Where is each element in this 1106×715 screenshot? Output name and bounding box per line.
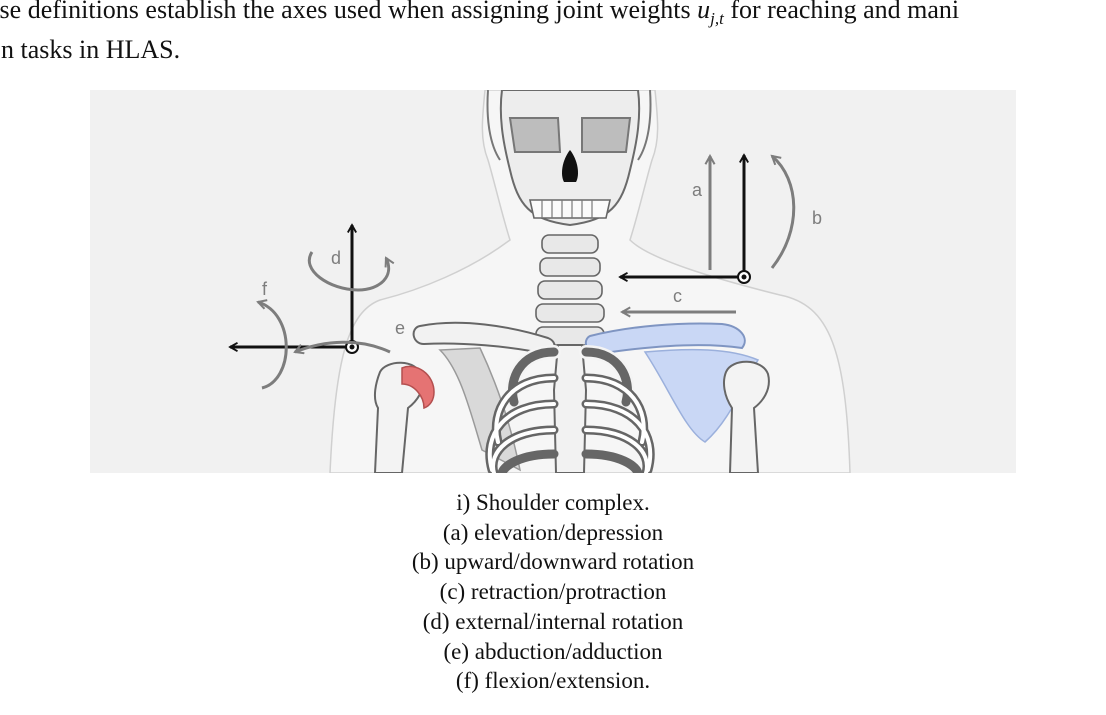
axis-label-a: a [692, 180, 703, 200]
shoulder-diagram: d e f a b c [90, 90, 1016, 473]
caption-item-d: (d) external/internal rotation [0, 607, 1106, 637]
rotation-arrow-b [772, 156, 794, 268]
axis-label-b: b [812, 208, 822, 228]
caption-item-f: (f) flexion/extension. [0, 666, 1106, 696]
intro-text: ese definitions establish the axes used … [0, 0, 1106, 65]
caption-title: i) Shoulder complex. [0, 488, 1106, 518]
axis-label-d: d [331, 248, 341, 268]
cervical-spine [536, 235, 604, 345]
rotation-arrow-f [258, 302, 286, 388]
rotation-arrow-d [309, 252, 388, 290]
figure-caption: i) Shoulder complex. (a) elevation/depre… [0, 488, 1106, 696]
math-u-jt: uj,t [697, 0, 724, 24]
caption-item-e: (e) abduction/adduction [0, 637, 1106, 667]
caption-item-b: (b) upward/downward rotation [0, 547, 1106, 577]
sternum [554, 345, 586, 473]
shoulder-figure: d e f a b c [90, 90, 1016, 473]
caption-item-a: (a) elevation/depression [0, 518, 1106, 548]
axis-label-c: c [673, 286, 682, 306]
intro-line-2: on tasks in HLAS. [0, 34, 1106, 65]
intro-line-1: ese definitions establish the axes used … [0, 0, 1106, 34]
axis-label-f: f [262, 279, 268, 299]
axis-label-e: e [395, 318, 405, 338]
caption-item-c: (c) retraction/protraction [0, 577, 1106, 607]
